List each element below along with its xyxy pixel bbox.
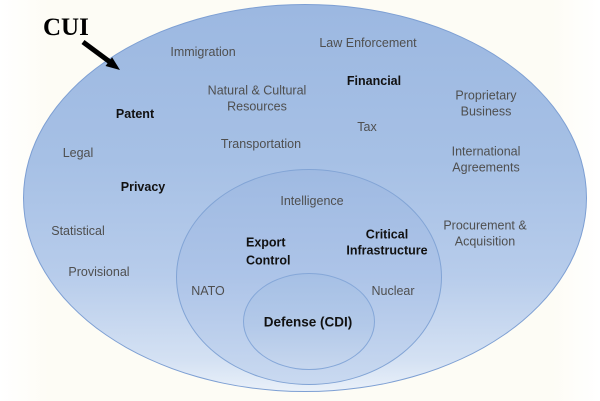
label-defense-cdi: Defense (CDI) [263,314,353,330]
label-immigration: Immigration [170,45,236,60]
label-legal: Legal [62,146,94,161]
label-provisional: Provisional [68,265,130,280]
label-transportation: Transportation [220,137,302,152]
label-tax: Tax [357,120,377,135]
label-natural-cultural-resources: Natural & Cultural Resources [207,83,307,113]
label-nato: NATO [191,284,225,299]
label-statistical: Statistical [51,224,105,239]
label-procurement-acquisition: Procurement & Acquisition [443,218,527,248]
label-patent: Patent [115,107,155,122]
label-law-enforcement: Law Enforcement [319,36,417,51]
label-intelligence: Intelligence [280,194,344,209]
label-proprietary-business: Proprietary Business [455,88,517,118]
diagram-title-cui: CUI [43,14,89,41]
label-export-control: Export Control [246,235,291,267]
label-critical-infrastructure: Critical Infrastructure [346,227,428,257]
label-nuclear: Nuclear [371,284,415,299]
label-international-agreements: International Agreements [451,144,521,174]
label-financial: Financial [346,74,402,89]
inner-ellipse-defense [243,273,375,370]
label-privacy: Privacy [120,180,166,195]
